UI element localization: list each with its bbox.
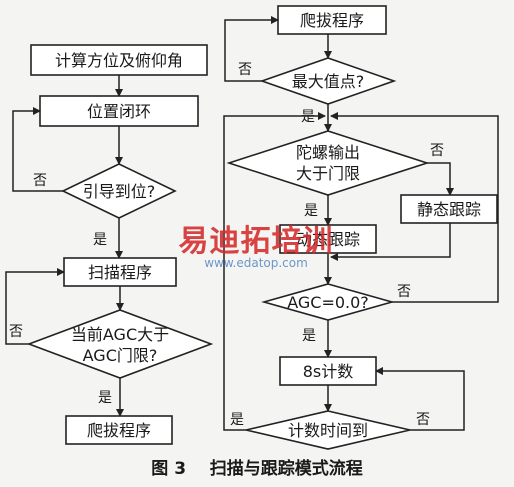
edge-max-no-climb bbox=[224, 16, 279, 82]
static-label: 静态跟踪 bbox=[417, 200, 481, 219]
max-yes-label: 是 bbox=[301, 109, 315, 125]
agczero-yes-label: 是 bbox=[302, 328, 316, 344]
gyro-label-line2: 大于门限 bbox=[296, 164, 360, 183]
climb-left-label: 爬拔程序 bbox=[87, 421, 151, 440]
scan-label: 扫描程序 bbox=[88, 263, 152, 282]
scan-box bbox=[63, 257, 177, 287]
gyro-yes-label: 是 bbox=[304, 203, 318, 219]
guide-yes-label: 是 bbox=[93, 232, 107, 248]
watermark-cn: 易迪拓培训 bbox=[179, 224, 334, 259]
agc-gt-label-line2: AGC门限? bbox=[83, 346, 158, 365]
calc-box bbox=[30, 44, 208, 76]
agc-gt-label-line1: 当前AGC大于 bbox=[71, 325, 169, 344]
edge-gyro-no-static bbox=[427, 162, 454, 196]
edge-time-no-count bbox=[375, 367, 465, 431]
count8-label: 8s计数 bbox=[303, 362, 354, 381]
dynamic-box bbox=[279, 224, 377, 254]
loop-label: 位置闭环 bbox=[87, 102, 151, 121]
gyro-diamond bbox=[226, 130, 430, 196]
count8-box bbox=[279, 356, 377, 386]
dynamic-label: 动态跟踪 bbox=[296, 230, 360, 249]
agc-gt-diamond bbox=[26, 309, 214, 379]
agc-gt-no-label: 否 bbox=[9, 324, 23, 340]
time-diamond bbox=[245, 410, 411, 450]
guide-no-label: 否 bbox=[33, 173, 47, 189]
agczero-label: AGC=0.0? bbox=[287, 293, 369, 312]
max-label: 最大值点? bbox=[292, 72, 365, 91]
gyro-label-line1: 陀螺输出 bbox=[296, 143, 360, 162]
time-no-label: 否 bbox=[416, 412, 430, 428]
time-label: 计数时间到 bbox=[288, 421, 368, 440]
climb-left-box bbox=[65, 415, 173, 445]
watermark-en: www.edatop.com bbox=[204, 256, 308, 270]
edge-agczero-no-gyro bbox=[330, 112, 499, 303]
time-yes-label: 是 bbox=[230, 412, 244, 428]
edge-time-yes-gyro bbox=[223, 112, 326, 431]
calc-label: 计算方位及俯仰角 bbox=[55, 51, 183, 70]
static-box bbox=[400, 194, 498, 224]
agczero-no-label: 否 bbox=[397, 284, 411, 300]
guide-label: 引导到位? bbox=[83, 182, 156, 201]
edge-guide-no-loop bbox=[12, 107, 63, 192]
agc-gt-yes-label: 是 bbox=[98, 390, 112, 406]
figure-caption: 图 3 扫描与跟踪模式流程 bbox=[151, 458, 362, 479]
climb-top-label: 爬拔程序 bbox=[300, 11, 364, 30]
max-no-label: 否 bbox=[238, 62, 252, 78]
edge-static-merge bbox=[330, 223, 451, 261]
gyro-no-label: 否 bbox=[430, 143, 444, 159]
edge-agc-no-scan bbox=[5, 268, 65, 345]
